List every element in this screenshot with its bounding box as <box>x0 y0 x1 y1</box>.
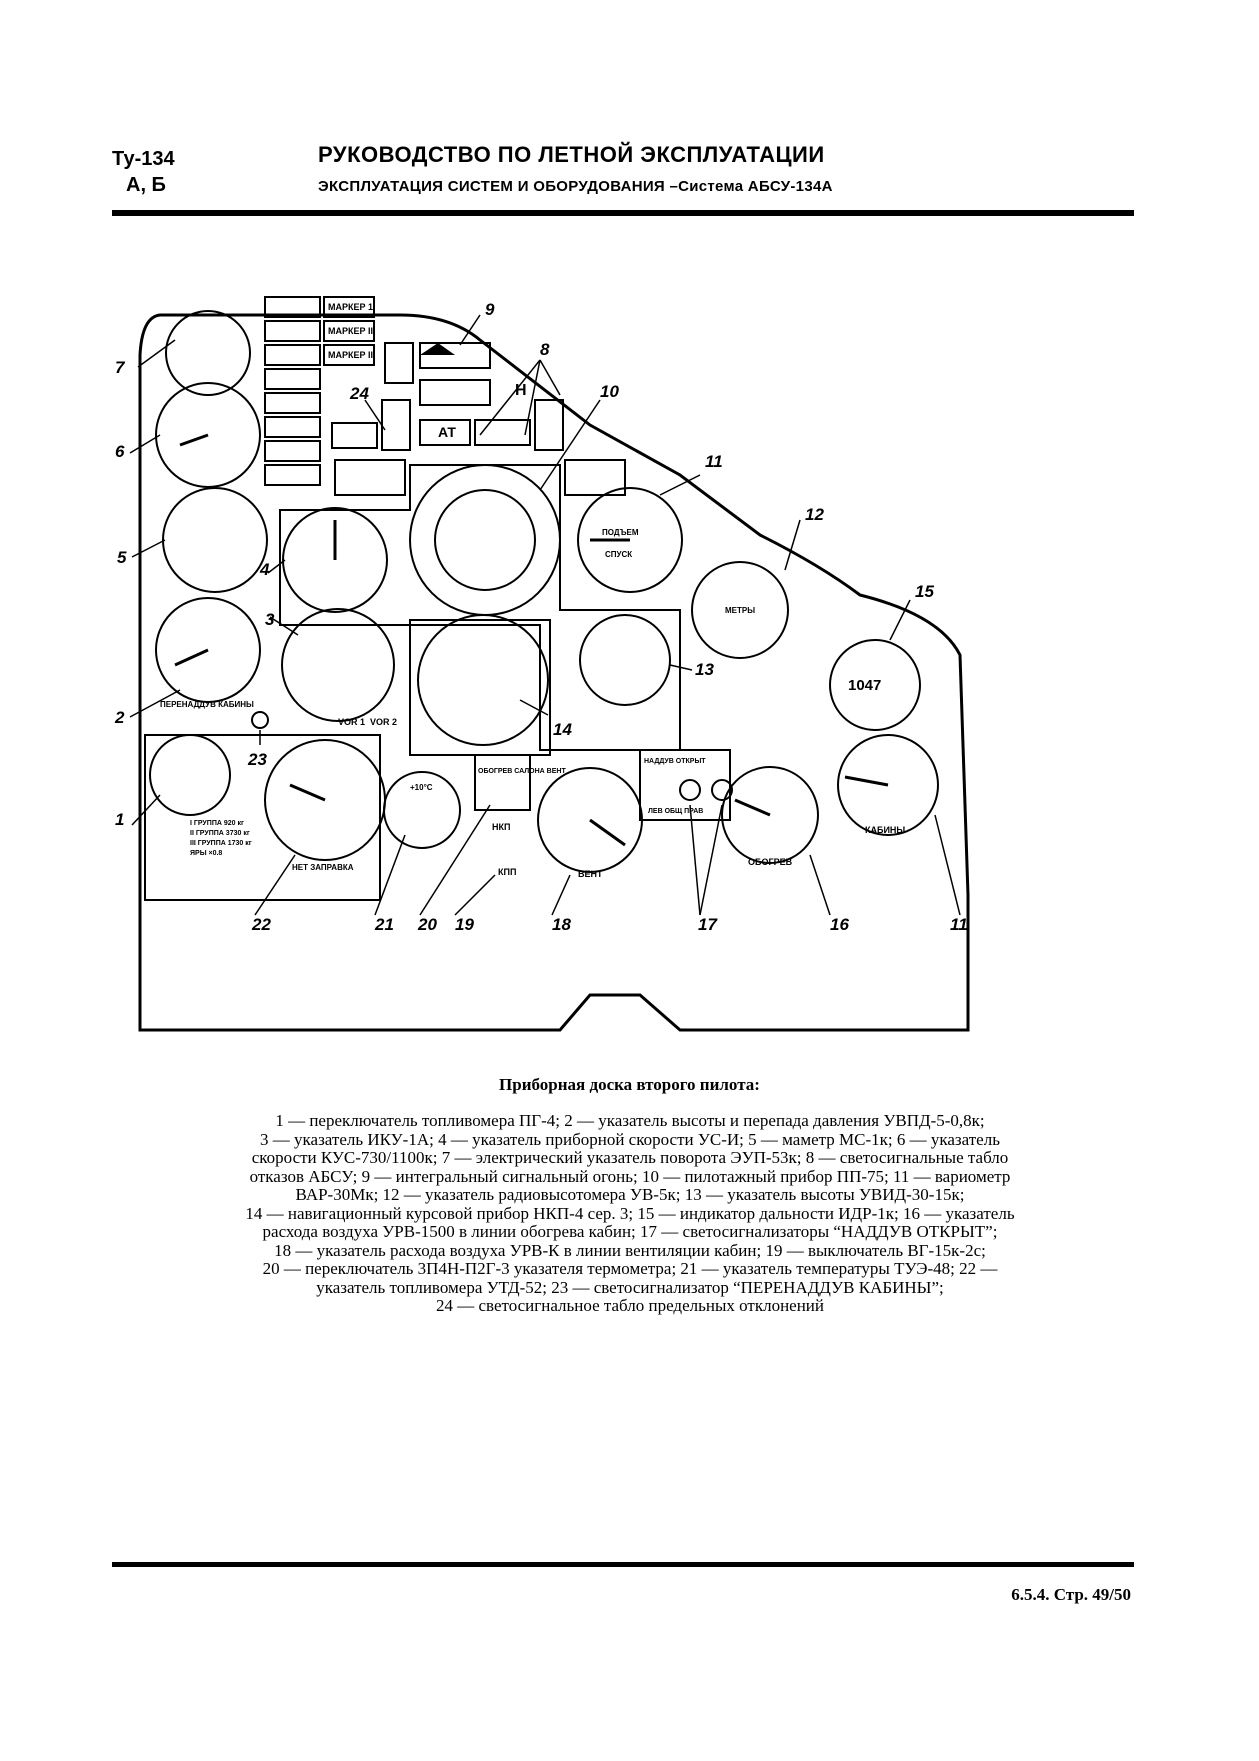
callout-number: 24 <box>349 384 369 403</box>
lamp-17-left <box>679 779 701 801</box>
callout-number: 18 <box>552 915 571 934</box>
callout-number: 13 <box>695 660 714 679</box>
legend-line: 3 — указатель ИКУ-1А; 4 — указатель приб… <box>260 1129 1000 1149</box>
label-marker3: МАРКЕР III <box>328 350 376 360</box>
top-rule <box>112 210 1134 216</box>
gauge-21-temp <box>383 771 461 849</box>
label-vor2: VOR 2 <box>370 717 397 727</box>
legend-line: 14 — навигационный курсовой прибор НКП-4… <box>245 1203 1015 1223</box>
callout-number: 9 <box>485 300 495 319</box>
label-obogrev: ОБОГРЕВ <box>748 857 793 867</box>
callout-number: 19 <box>455 915 474 934</box>
gauge-13-uvid <box>579 614 671 706</box>
callout-number: 20 <box>417 915 437 934</box>
callout-number: 11 <box>950 915 968 934</box>
label-at: АТ <box>438 424 456 440</box>
legend-line: 1 — переключатель топливомера ПГ-4; 2 — … <box>275 1111 985 1130</box>
gauge-11b-vario <box>837 734 939 836</box>
callout-number: 12 <box>805 505 824 524</box>
label-marker2: МАРКЕР II <box>328 326 373 336</box>
label-nadduv-otkryt: НАДДУВ ОТКРЫТ <box>644 758 706 765</box>
label-fuel-4: ЯРЫ ×0.8 <box>190 850 222 857</box>
legend-line: ВАР-30Мк; 12 — указатель радиовысотомера… <box>295 1185 965 1204</box>
figure-caption-title: Приборная доска второго пилота: <box>499 1075 760 1094</box>
gauge-15-idr <box>829 639 921 731</box>
gauge-12-radio-alt <box>691 561 789 659</box>
label-perenadduv: ПЕРЕНАДДУВ КАБИНЫ <box>160 700 254 709</box>
callout-number: 17 <box>698 915 718 934</box>
label-spusk: СПУСК <box>605 550 632 559</box>
gauge-1-fuel-switch <box>149 734 231 816</box>
callout-number: 1 <box>115 810 124 829</box>
gauge-10-pp75-outer <box>409 464 561 616</box>
legend-line: расхода воздуха УРВ-1500 в линии обогрев… <box>262 1222 998 1241</box>
callout-number: 5 <box>117 548 127 567</box>
label-lev-prav: ЛЕВ ОБЩ ПРАВ <box>648 808 703 815</box>
label-fuel-2: II ГРУППА 3730 кг <box>190 830 250 837</box>
label-counter: 1047 <box>848 677 881 694</box>
callout-number: 10 <box>600 382 619 401</box>
legend-line: 18 — указатель расхода воздуха УРВ-К в л… <box>274 1240 986 1260</box>
callout-number: 8 <box>540 340 550 359</box>
callout-number: 16 <box>830 915 849 934</box>
gauge-5-mach <box>162 487 268 593</box>
gauge-6-speed <box>155 382 261 488</box>
gauge-11-vario <box>577 487 683 593</box>
label-podiem: ПОДЪЕМ <box>602 528 639 537</box>
label-h: Н <box>515 382 527 399</box>
document-subtitle: ЭКСПЛУАТАЦИЯ СИСТЕМ И ОБОРУДОВАНИЯ –Сист… <box>318 178 833 195</box>
callout-number: 2 <box>114 708 125 727</box>
label-kabina: КАБИНЫ <box>865 825 905 835</box>
label-kpp: КПП <box>498 867 516 877</box>
gauge-14-nkp <box>417 614 549 746</box>
legend-line: 20 — переключатель 3П4Н-П2Г-3 указателя … <box>262 1259 998 1278</box>
callout-number: 4 <box>259 560 270 579</box>
figure-legend: 1 — переключатель топливомера ПГ-4; 2 — … <box>125 1111 1135 1316</box>
callout-number: 23 <box>247 750 267 769</box>
label-net-zapravka: НЕТ ЗАПРАВКА <box>292 863 354 872</box>
label-obogrev-vent: ОБОГРЕВ САЛОНА ВЕНТ <box>478 768 566 775</box>
label-marker1: МАРКЕР 1 <box>328 302 373 312</box>
gauge-3-iku <box>281 608 395 722</box>
lamp-23 <box>251 711 269 729</box>
aircraft-model-line1: Ту-134 <box>112 148 175 170</box>
callout-number: 7 <box>115 358 126 377</box>
legend-line: 24 — светосигнальное табло предельных от… <box>435 1296 825 1315</box>
page-number: 6.5.4. Стр. 49/50 <box>1011 1585 1131 1604</box>
gauge-7-turn-indicator <box>165 310 251 396</box>
label-metry: МЕТРЫ <box>725 606 755 615</box>
label-temp: +10°С <box>410 783 433 792</box>
instrument-panel-drawing: МАРКЕР 1 МАРКЕР II МАРКЕР III АТ Н VOR 1… <box>114 296 970 1032</box>
aircraft-model-line2: А, Б <box>126 174 166 196</box>
callout-number: 11 <box>705 452 723 471</box>
legend-line: отказов АБСУ; 9 — интегральный сигнальны… <box>249 1166 1011 1186</box>
label-nkp: НКП <box>492 822 510 832</box>
gauge-10-pp75-inner <box>434 489 536 591</box>
label-vor1: VOR 1 <box>338 717 365 727</box>
gauge-16-urv1500 <box>721 766 819 864</box>
center-block <box>279 464 681 751</box>
gauge-2-altitude <box>155 597 261 703</box>
bottom-rule <box>112 1562 1134 1567</box>
callout-number: 15 <box>915 582 934 601</box>
callout-number: 3 <box>265 610 275 629</box>
legend-line: скорости КУС-730/1100к; 7 — электрически… <box>251 1148 1009 1167</box>
label-fuel-3: III ГРУППА 1730 кг <box>190 840 252 847</box>
document-title: РУКОВОДСТВО ПО ЛЕТНОЙ ЭКСПЛУАТАЦИИ <box>318 142 825 167</box>
callout-number: 6 <box>115 442 125 461</box>
callout-number: 21 <box>374 915 394 934</box>
callout-number: 22 <box>251 915 271 934</box>
aircraft-model: Ту-134 А, Б <box>112 146 175 198</box>
integral-signal-light-9 <box>420 343 455 355</box>
fuel-block <box>144 734 381 901</box>
legend-line: указатель топливомера УТД-52; 23 — свето… <box>316 1277 944 1297</box>
lamp-17-right <box>711 779 733 801</box>
gauge-4-airspeed <box>282 507 388 613</box>
label-fuel-1: I ГРУППА 920 кг <box>190 820 244 827</box>
label-vent: ВЕНТ <box>578 869 603 879</box>
callout-number: 14 <box>553 720 572 739</box>
